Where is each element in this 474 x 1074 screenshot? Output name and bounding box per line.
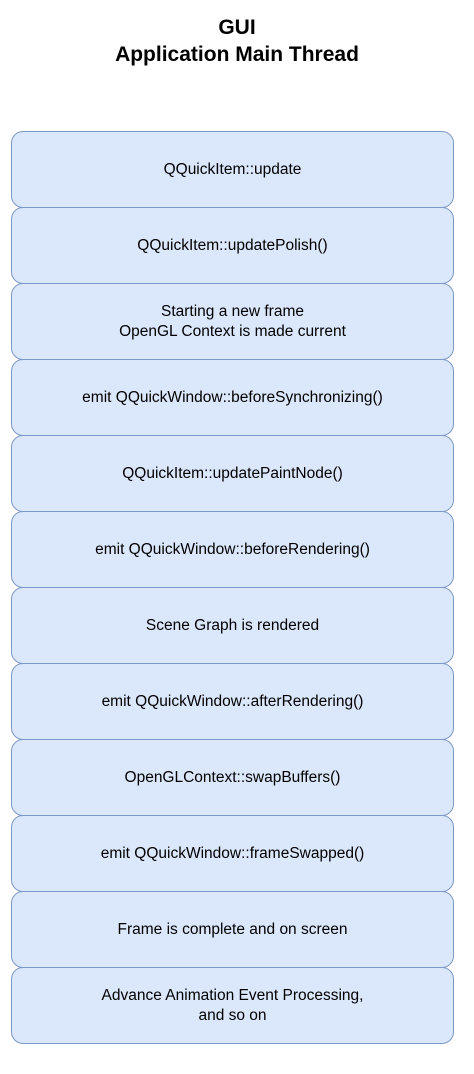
step-box-advance-animation: Advance Animation Event Processing, and … (11, 967, 454, 1044)
step-box-swap-buffers: OpenGLContext::swapBuffers() (11, 739, 454, 816)
step-box-frame-complete: Frame is complete and on screen (11, 891, 454, 968)
step-label: Scene Graph is rendered (145, 616, 320, 634)
step-label: OpenGLContext::swapBuffers() (124, 768, 341, 786)
step-box-before-rendering: emit QQuickWindow::beforeRendering() (11, 511, 454, 588)
step-label: emit QQuickWindow::beforeRendering() (95, 540, 370, 558)
step-stack: QQuickItem::update QQuickItem::updatePol… (11, 131, 454, 1044)
step-label-line-1: Starting a new frame (160, 302, 304, 320)
step-label: QQuickItem::update (163, 160, 302, 178)
diagram-title-line-1: GUI (218, 16, 256, 39)
step-label-line-2: OpenGL Context is made current (119, 322, 346, 340)
step-label-line-1: Advance Animation Event Processing, (101, 986, 364, 1004)
step-box-before-synchronizing: emit QQuickWindow::beforeSynchronizing() (11, 359, 454, 436)
step-label-line-2: and so on (198, 1006, 267, 1024)
step-box-update-paint-node: QQuickItem::updatePaintNode() (11, 435, 454, 512)
step-label: QQuickItem::updatePaintNode() (122, 464, 343, 482)
step-box-update: QQuickItem::update (11, 131, 454, 208)
step-label: QQuickItem::updatePolish() (137, 236, 328, 254)
step-label: emit QQuickWindow::afterRendering() (101, 692, 364, 710)
step-box-new-frame: Starting a new frame OpenGL Context is m… (11, 283, 454, 360)
step-label: emit QQuickWindow::beforeSynchronizing() (82, 388, 383, 406)
step-label: emit QQuickWindow::frameSwapped() (100, 844, 365, 862)
step-box-frame-swapped: emit QQuickWindow::frameSwapped() (11, 815, 454, 892)
step-box-after-rendering: emit QQuickWindow::afterRendering() (11, 663, 454, 740)
step-label: Frame is complete and on screen (117, 920, 348, 938)
diagram-title-line-2: Application Main Thread (115, 43, 359, 66)
step-box-update-polish: QQuickItem::updatePolish() (11, 207, 454, 284)
step-box-scene-graph-rendered: Scene Graph is rendered (11, 587, 454, 664)
